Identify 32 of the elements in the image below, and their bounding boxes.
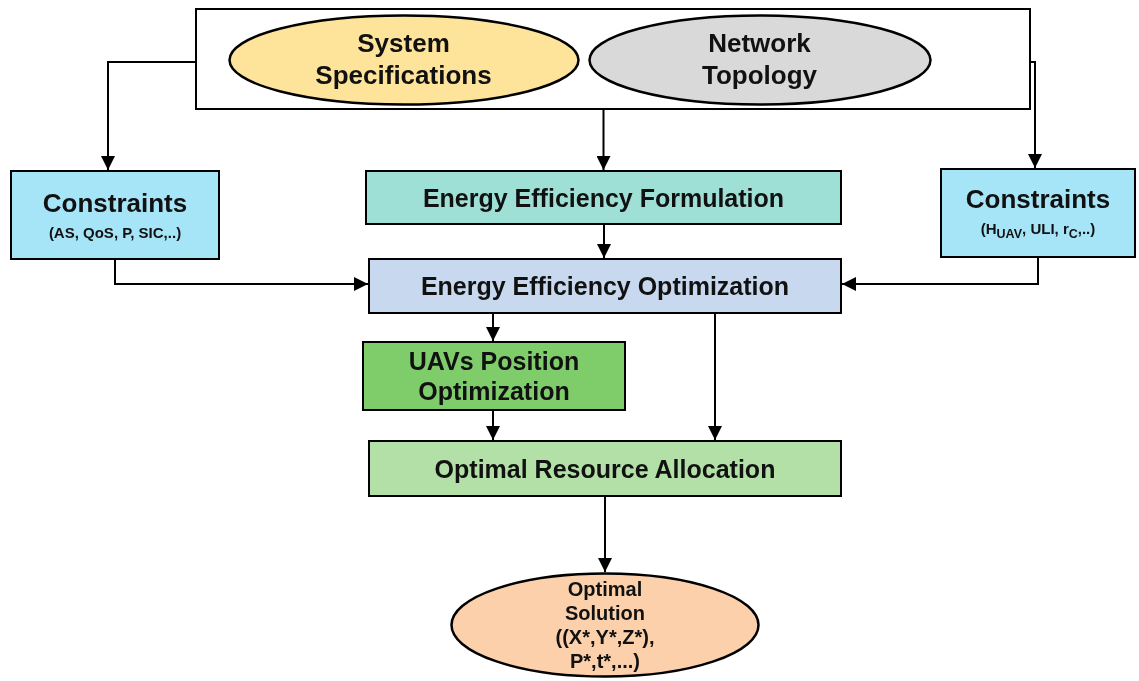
- node-title: Constraints: [42, 188, 188, 220]
- node-title: UAVs Position Optimization: [407, 346, 581, 406]
- arrow: [708, 313, 722, 441]
- arrow: [486, 410, 500, 441]
- arrow: [841, 257, 1039, 291]
- node-title: System Specifications: [314, 28, 493, 91]
- arrow: [486, 313, 500, 342]
- result-ellipse: [450, 572, 760, 678]
- constraints-box: [940, 168, 1136, 258]
- node-title: Energy Efficiency Formulation: [422, 182, 785, 213]
- node-title: Optimal Solution: [564, 577, 646, 625]
- process-box: [362, 341, 626, 411]
- arrow: [598, 496, 612, 573]
- arrow: [101, 61, 196, 171]
- process-box: [368, 440, 842, 497]
- node-title: Energy Efficiency Optimization: [420, 271, 790, 301]
- process-box: [365, 170, 842, 225]
- node-title: Constraints: [965, 184, 1111, 216]
- input-ellipse: [587, 13, 932, 106]
- arrow: [597, 224, 611, 259]
- node-title: Network Topology: [700, 28, 818, 91]
- node-detail: (H$_{UAV}$, ULI, r$_{C}$,..): [980, 219, 1096, 242]
- node-detail: ((X*,Y*,Z*), P*,t*,...): [554, 625, 656, 673]
- input-ellipse: [227, 13, 580, 106]
- arrow: [1028, 61, 1042, 169]
- arrow: [596, 109, 611, 171]
- arrow: [114, 259, 369, 291]
- input-panel: [195, 8, 1031, 110]
- process-box: [368, 258, 842, 314]
- node-detail: (AS, QoS, P, SIC,..): [48, 223, 182, 242]
- constraints-box: [10, 170, 220, 260]
- node-title: Optimal Resource Allocation: [434, 453, 776, 484]
